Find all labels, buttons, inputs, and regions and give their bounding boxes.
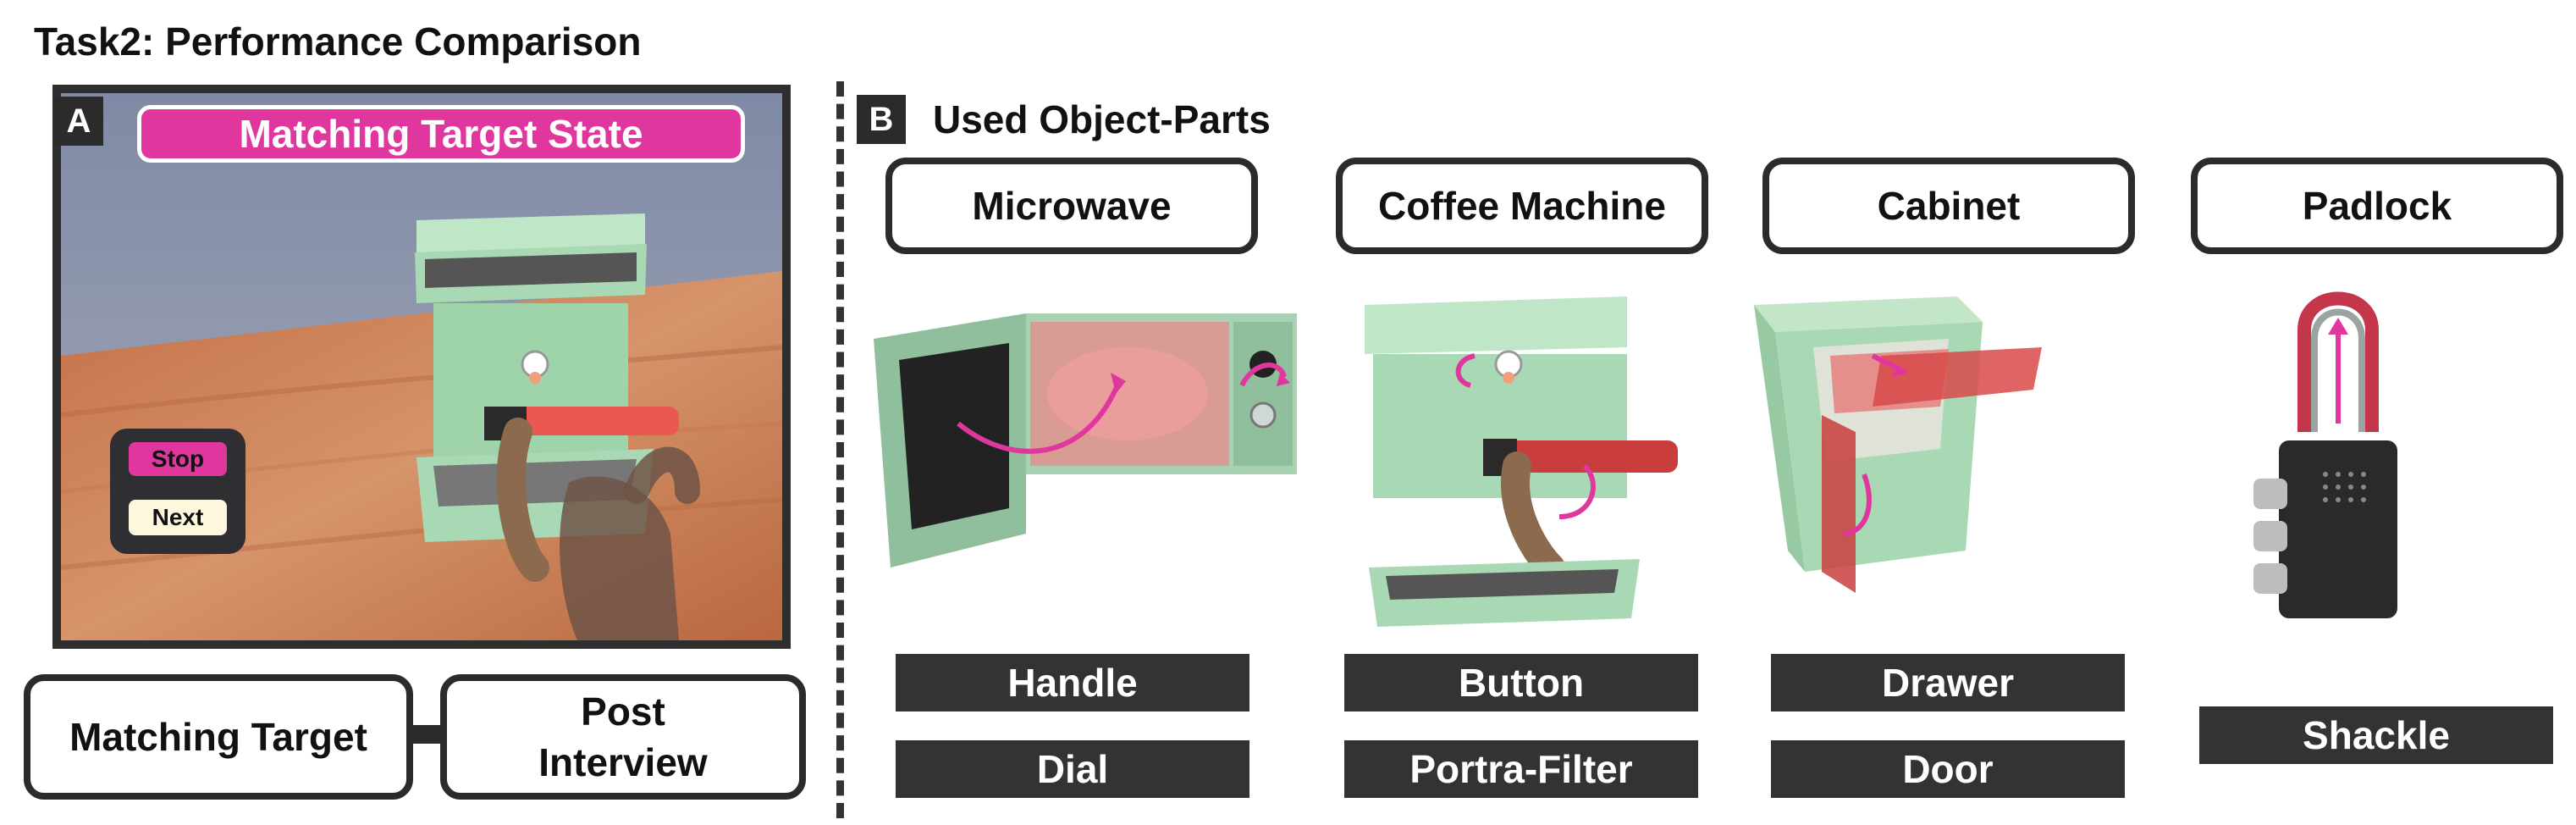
vr-scene-illustration (61, 93, 782, 640)
next-button[interactable]: Next (129, 500, 227, 535)
part-door: Door (1771, 740, 2125, 798)
padlock-illustration (2253, 291, 2397, 618)
part-handle: Handle (896, 654, 1249, 711)
target-state-banner: Matching Target State (137, 105, 745, 163)
part-dial: Dial (896, 740, 1249, 798)
post-interview-label: Post Interview (538, 689, 708, 784)
microwave-illustration (874, 313, 1297, 568)
flow-connector (413, 725, 444, 744)
object-illustrations (874, 291, 2397, 627)
part-button: Button (1344, 654, 1698, 711)
cabinet-illustration (1754, 296, 2042, 593)
vr-scene (52, 85, 791, 649)
part-portra-filter: Portra-Filter (1344, 740, 1698, 798)
object-microwave: Microwave (885, 158, 1258, 254)
step-post-interview: Post Interview (440, 674, 806, 800)
coffee-machine-model (415, 213, 679, 582)
object-coffee-machine: Coffee Machine (1336, 158, 1708, 254)
figure-title: Task2: Performance Comparison (34, 19, 642, 64)
panel-a-tag: A (54, 97, 103, 146)
part-shackle: Shackle (2199, 706, 2553, 764)
step-matching-target: Matching Target (24, 674, 413, 800)
panel-divider (836, 81, 844, 818)
part-drawer: Drawer (1771, 654, 2125, 711)
coffee-machine-illustration (1365, 296, 1678, 627)
used-parts-heading: Used Object-Parts (933, 97, 1271, 141)
panel-b-tag: B (857, 95, 906, 144)
object-padlock: Padlock (2191, 158, 2563, 254)
object-cabinet: Cabinet (1762, 158, 2135, 254)
stop-button[interactable]: Stop (129, 442, 227, 476)
hand-model (560, 476, 679, 640)
